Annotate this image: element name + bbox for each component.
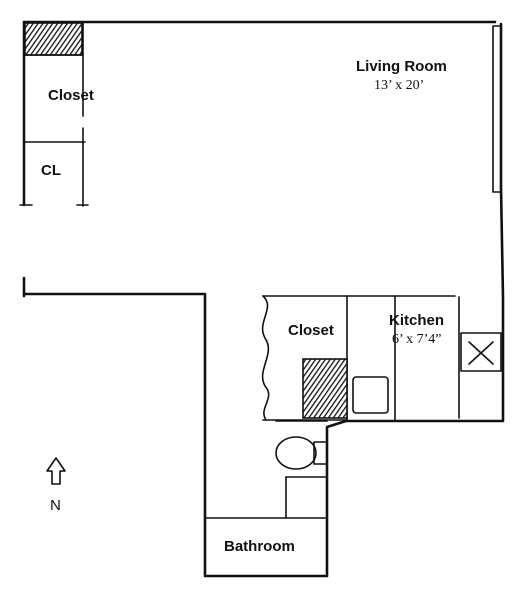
living-room-dimensions: 13’ x 20’: [374, 78, 425, 93]
stove-icon: [460, 332, 502, 372]
chimney-block-kitchen: [302, 358, 348, 419]
closet-main-label: Closet: [48, 87, 94, 104]
kitchen-title: Kitchen: [389, 312, 445, 329]
chimney-block: [24, 22, 83, 56]
north-arrow-icon: [46, 457, 66, 485]
exterior-walls: [22, 20, 505, 578]
kitchen-dimensions: 6’ x 7’4”: [392, 332, 442, 347]
kitchen-fixtures: [352, 295, 502, 422]
kitchen-closet-label: Closet: [288, 322, 334, 339]
toilet-icon: [275, 436, 317, 470]
living-room-title: Living Room: [356, 58, 447, 75]
window: [492, 25, 502, 193]
closet-cl-label: CL: [41, 162, 61, 179]
bathroom-fixtures: [204, 420, 328, 577]
compass-label: N: [50, 497, 61, 514]
sink-icon: [352, 376, 389, 414]
closet-area: [19, 22, 89, 207]
kitchen-closet: [261, 295, 456, 421]
bathroom-label: Bathroom: [224, 538, 295, 555]
